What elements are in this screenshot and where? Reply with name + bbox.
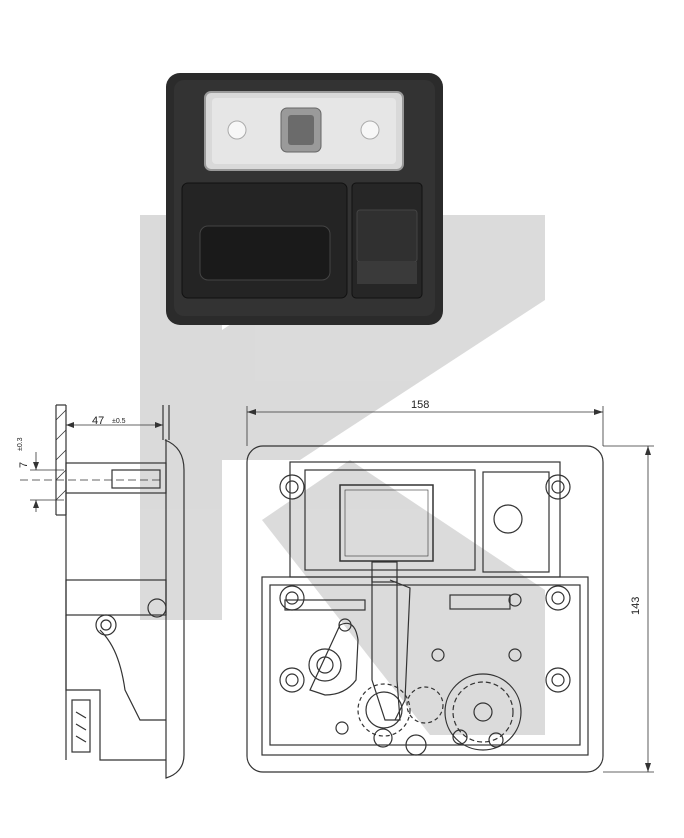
dimension-depth-tolerance: ±0.5: [112, 418, 126, 425]
gear-small: [357, 683, 444, 737]
product-photo: [166, 73, 443, 325]
dimension-height-value: 143: [630, 597, 642, 615]
gear-large: [444, 673, 522, 751]
rear-view: [246, 445, 604, 773]
dimension-height: 143: [603, 445, 654, 773]
dimension-offset: 7 ±0.3: [17, 437, 64, 512]
lock-button: [356, 209, 418, 263]
dimension-width: 158: [246, 399, 604, 446]
dimension-offset-value: 7: [18, 462, 30, 468]
handle-grip: [199, 225, 331, 281]
dimension-offset-tolerance: ±0.3: [17, 437, 24, 451]
dimension-depth-value: 47: [92, 415, 104, 427]
dimension-depth: 47 ±0.5: [66, 415, 163, 428]
mounting-studs: [279, 474, 571, 693]
side-view: [20, 404, 185, 779]
dimension-width-value: 158: [411, 399, 429, 411]
